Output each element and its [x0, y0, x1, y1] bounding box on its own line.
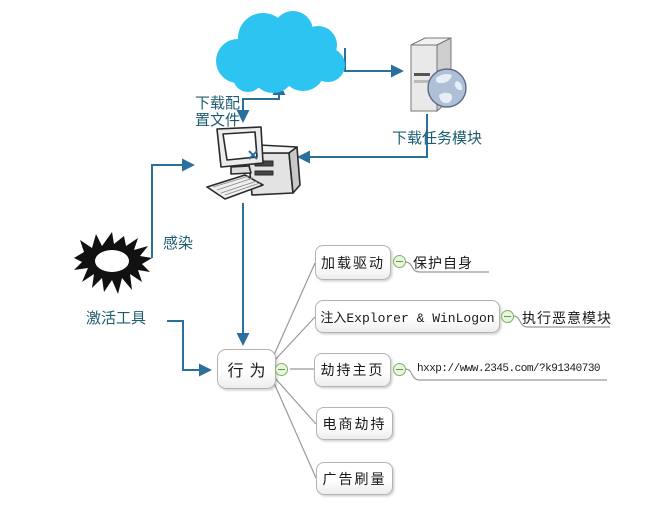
note-execute-malicious-module: 执行恶意模块	[522, 310, 612, 326]
connector-activation-to-behavior	[167, 320, 212, 377]
node-ad-fraud[interactable]: 广告刷量	[316, 462, 393, 495]
cloud-icon[interactable]	[208, 3, 348, 98]
node-load-driver[interactable]: 加载驱动	[315, 245, 391, 280]
note-protect-self: 保护自身	[413, 255, 473, 271]
minus-glyph	[396, 369, 403, 370]
label-download-task: 下载任务模块	[392, 130, 483, 147]
connector-cloud-to-server	[344, 48, 404, 78]
minus-glyph	[504, 316, 511, 317]
label-download-config: 下载配置文件	[195, 95, 241, 129]
explosion-icon[interactable]	[68, 228, 154, 300]
label-activation-tool: 激活工具	[86, 310, 147, 327]
minus-glyph	[396, 261, 403, 262]
node-behavior[interactable]: 行为	[217, 349, 276, 389]
minus-toggle-icon[interactable]	[393, 363, 406, 376]
branch-behavior-c0	[273, 262, 316, 356]
branch-behavior-c3	[273, 376, 317, 425]
minus-toggle-icon[interactable]	[393, 255, 406, 268]
label-infection: 感染	[163, 235, 194, 252]
minus-toggle-icon[interactable]	[275, 363, 288, 376]
node-inject-explorer-winlogon[interactable]: 注入Explorer & WinLogon	[315, 300, 500, 333]
node-ecommerce-hijack[interactable]: 电商劫持	[316, 407, 393, 440]
node-hijack-homepage[interactable]: 劫持主页	[314, 353, 391, 387]
server-icon[interactable]	[403, 33, 468, 118]
branch-behavior-c1	[273, 316, 316, 362]
minus-glyph	[278, 369, 285, 370]
computer-icon[interactable]	[203, 123, 301, 211]
branch-behavior-c4	[273, 382, 317, 479]
note-hijack-url: hxxp://www.2345.com/?k91340730	[417, 363, 601, 375]
minus-toggle-icon[interactable]	[501, 310, 514, 323]
